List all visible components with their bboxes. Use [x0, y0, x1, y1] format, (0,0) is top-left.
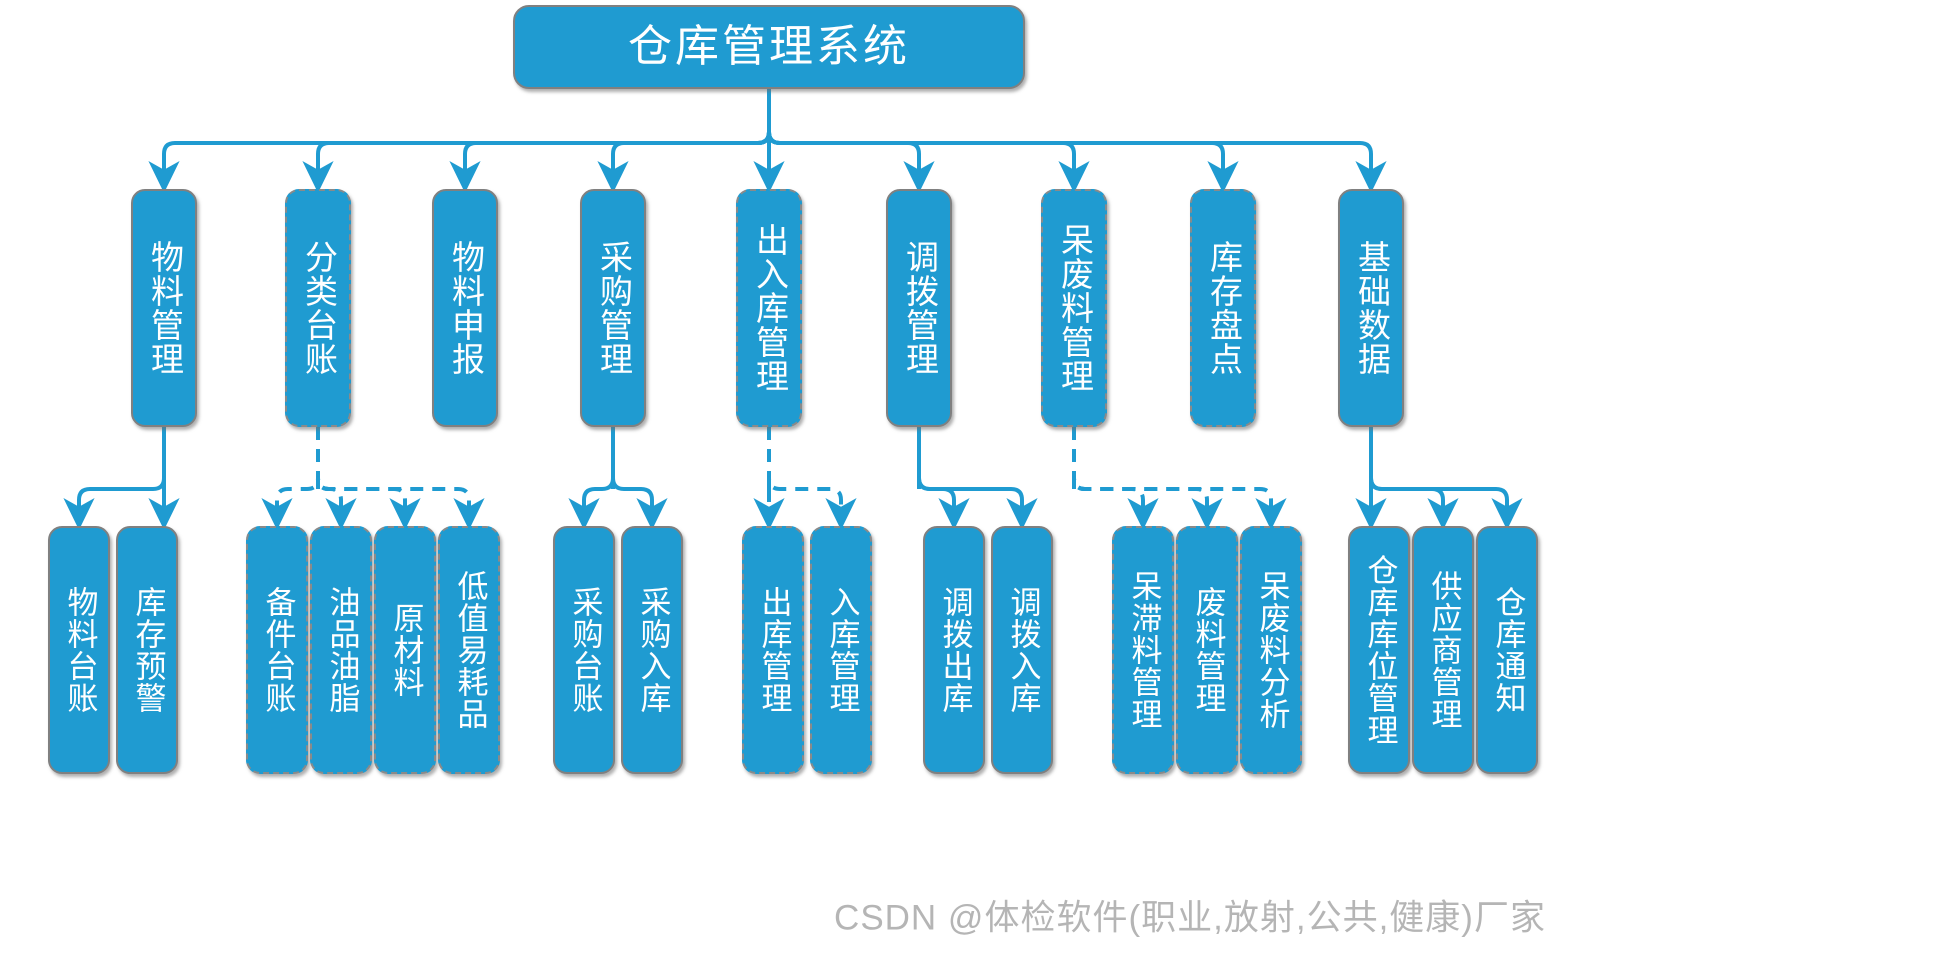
- connector: [917, 476, 970, 530]
- node-label: 仓库库位管理: [1362, 554, 1398, 746]
- connector: [316, 476, 421, 530]
- level2-node-14[interactable]: 呆废料分析: [1240, 526, 1302, 774]
- level2-node-7[interactable]: 采购入库: [621, 526, 683, 774]
- connector: [917, 476, 1038, 530]
- level1-node-1[interactable]: 分类台账: [285, 189, 351, 427]
- node-label: 出库管理: [756, 586, 792, 714]
- level1-node-5[interactable]: 调拨管理: [886, 189, 952, 427]
- level2-node-0[interactable]: 物料台账: [48, 526, 110, 774]
- connector: [767, 130, 1239, 193]
- level1-node-7[interactable]: 库存盘点: [1190, 189, 1256, 427]
- node-label: 物料台账: [62, 586, 98, 714]
- level2-node-2[interactable]: 备件台账: [246, 526, 308, 774]
- connector: [449, 130, 771, 193]
- level2-node-4[interactable]: 原材料: [374, 526, 436, 774]
- connector: [1072, 476, 1223, 530]
- level2-node-12[interactable]: 呆滞料管理: [1112, 526, 1174, 774]
- level2-node-17[interactable]: 仓库通知: [1476, 526, 1538, 774]
- connector: [1072, 476, 1287, 530]
- connector: [148, 130, 771, 193]
- connector: [767, 130, 1387, 193]
- node-label: 仓库通知: [1490, 586, 1526, 714]
- connector: [767, 476, 857, 530]
- node-label: 调拨入库: [1005, 586, 1041, 714]
- level2-node-6[interactable]: 采购台账: [553, 526, 615, 774]
- node-label: 采购台账: [567, 586, 603, 714]
- connector: [767, 130, 935, 193]
- level1-node-0[interactable]: 物料管理: [131, 189, 197, 427]
- level1-node-2[interactable]: 物料申报: [432, 189, 498, 427]
- node-label: 物料申报: [447, 240, 485, 376]
- node-label: 出入库管理: [751, 223, 789, 393]
- node-label: 供应商管理: [1426, 570, 1462, 730]
- connector: [63, 476, 166, 530]
- node-label: 调拨出库: [937, 586, 973, 714]
- connector: [1072, 476, 1159, 530]
- node-label: 采购管理: [595, 240, 633, 376]
- level2-node-8[interactable]: 出库管理: [742, 526, 804, 774]
- connector: [1369, 476, 1523, 530]
- connector: [1369, 476, 1459, 530]
- node-label: 废料管理: [1190, 586, 1226, 714]
- connector: [568, 476, 615, 530]
- level2-node-1[interactable]: 库存预警: [116, 526, 178, 774]
- node-label: 呆滞料管理: [1126, 570, 1162, 730]
- watermark-text: CSDN @体检软件(职业,放射,公共,健康)厂家: [834, 898, 1546, 938]
- connector: [302, 130, 771, 193]
- connector: [261, 476, 320, 530]
- connector: [597, 130, 771, 193]
- node-label: 备件台账: [260, 586, 296, 714]
- connector: [611, 476, 668, 530]
- level2-node-9[interactable]: 入库管理: [810, 526, 872, 774]
- level2-node-15[interactable]: 仓库库位管理: [1348, 526, 1410, 774]
- level1-node-6[interactable]: 呆废料管理: [1041, 189, 1107, 427]
- node-label: 原材料: [388, 602, 424, 698]
- node-label: 入库管理: [824, 586, 860, 714]
- level2-node-16[interactable]: 供应商管理: [1412, 526, 1474, 774]
- level2-node-3[interactable]: 油品油脂: [310, 526, 372, 774]
- level2-node-11[interactable]: 调拨入库: [991, 526, 1053, 774]
- node-label: 分类台账: [300, 240, 338, 376]
- node-label: 库存盘点: [1205, 240, 1243, 376]
- node-label: 低值易耗品: [452, 570, 488, 730]
- level2-node-5[interactable]: 低值易耗品: [438, 526, 500, 774]
- root-node-label: 仓库管理系统: [628, 21, 910, 71]
- node-label: 调拨管理: [901, 240, 939, 376]
- connector: [316, 476, 357, 530]
- level1-node-3[interactable]: 采购管理: [580, 189, 646, 427]
- connector: [767, 130, 1090, 193]
- node-label: 库存预警: [130, 586, 166, 714]
- node-label: 油品油脂: [324, 586, 360, 714]
- node-label: 呆废料管理: [1056, 223, 1094, 393]
- node-label: 物料管理: [146, 240, 184, 376]
- level1-node-4[interactable]: 出入库管理: [736, 189, 802, 427]
- root-node[interactable]: 仓库管理系统: [513, 5, 1025, 89]
- connector: [316, 476, 485, 530]
- node-label: 呆废料分析: [1254, 570, 1290, 730]
- node-label: 采购入库: [635, 586, 671, 714]
- level2-node-10[interactable]: 调拨出库: [923, 526, 985, 774]
- node-label: 基础数据: [1353, 240, 1391, 376]
- level1-node-8[interactable]: 基础数据: [1338, 189, 1404, 427]
- level2-node-13[interactable]: 废料管理: [1176, 526, 1238, 774]
